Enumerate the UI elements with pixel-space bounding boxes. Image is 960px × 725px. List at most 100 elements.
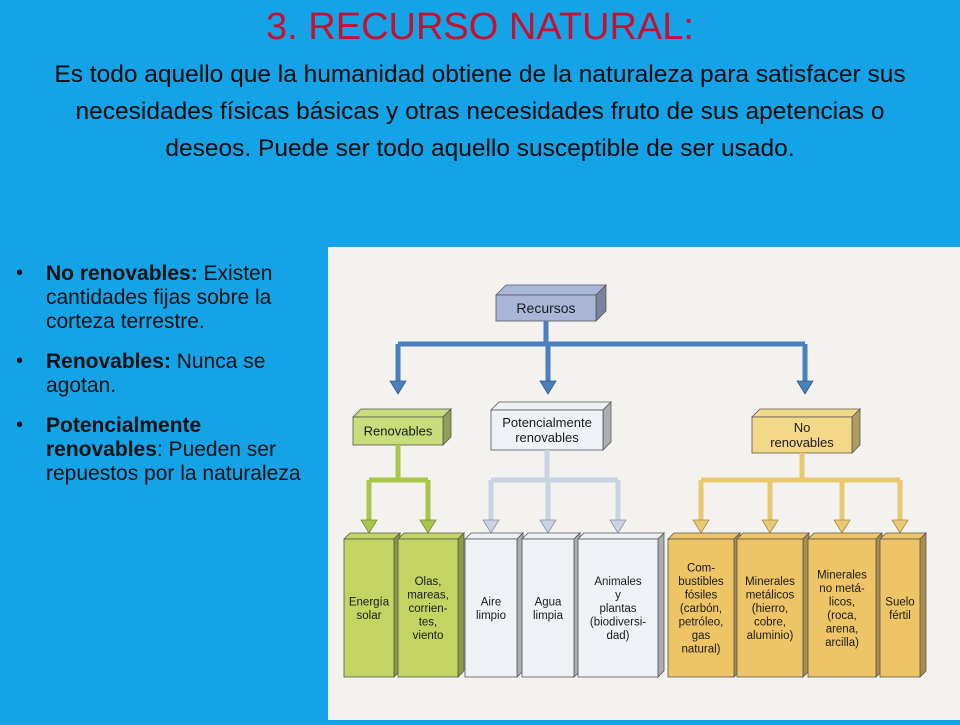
leaf-label: (hierro, [752,603,788,615]
leaf-label: arena, [826,623,859,635]
bullet-text: Nunca se agotan. [46,350,266,397]
leaf-label: arcilla) [825,637,859,649]
leaf-label: Com- [687,563,715,575]
leaf-label: no metá- [819,583,865,595]
leaf-label: cobre, [754,617,786,629]
leaf-box-no-renovables-3: Suelo fértil [879,532,927,678]
leaf-label: petróleo, [679,617,724,629]
leaf-label: limpia [533,610,564,622]
box-top-face [807,532,883,540]
arrow-to-leaf [891,480,909,534]
leaf-label: gas [692,630,711,642]
box-side-face [457,532,465,678]
leaf-label: limpio [476,610,506,622]
leaf-box-potencialmente-0: Aire limpio [464,532,524,678]
leaf-label: fértil [889,610,911,622]
box-front-face [343,538,395,678]
box-front-face [521,538,575,678]
box-front-face [464,538,518,678]
arrow-to-leaf [833,480,851,534]
category-connector-renovables [369,445,428,483]
leaf-label: Olas, [415,576,442,588]
arrow-head [419,519,437,534]
category-label: Potencialmente [502,415,592,430]
leaf-box-no-renovables-0: Com-bustibles fósiles(carbón, petróleo,gas… [667,532,741,678]
leaf-label: dad) [606,630,629,642]
arrow-to-category-potencialmente [539,344,557,395]
arrow-head [482,519,500,534]
arrow-head [539,380,557,395]
box-top-face [343,532,401,540]
box-top-face [667,532,741,540]
box-top-face [736,532,810,540]
box-side-face [851,408,861,454]
leaf-label: Suelo [885,596,914,608]
arrow-head [609,519,627,534]
arrow-to-category-renovables [389,344,407,395]
bullet-term: Potencialmente renovables [46,414,202,461]
box-top-face [490,401,612,411]
box-front-face [807,538,877,678]
leaf-label: Aire [481,596,501,608]
arrow-head [692,519,710,534]
bullet-item-renovables: • Renovables: Nunca se agotan. [12,350,312,398]
box-side-face [602,401,612,451]
leaf-label: corrien- [409,603,448,615]
category-label: Renovables [364,424,433,439]
category-connector-no-renovables [701,453,900,483]
arrow-to-leaf [609,480,627,534]
leaf-label: licos, [829,596,855,608]
box-top-face [751,408,861,418]
root-connector [398,321,805,347]
arrow-to-leaf [360,480,378,534]
leaf-label: (carbón, [680,603,722,615]
slide-title: 3. RECURSO NATURAL: [266,6,694,48]
root-label: Recursos [516,300,575,316]
arrow-to-leaf [761,480,779,534]
arrow-head [539,519,557,534]
category-label: renovables [515,430,579,445]
bullet-item-potencialmente: • Potencialmente renovables: Pueden ser … [12,414,312,486]
box-front-face [736,538,804,678]
bullet-term: Renovables: [46,350,171,373]
bullet-item-no-renovables: • No renovables: Existen cantidades fija… [12,262,312,334]
bullet-dot-icon: • [16,262,24,284]
box-top-face [397,532,465,540]
arrow-to-leaf [539,480,557,534]
box-top-face [577,532,665,540]
leaf-label: Agua [535,596,562,608]
box-front-face [879,538,921,678]
arrow-to-category-no-renovables [796,344,814,395]
box-side-face [657,532,665,678]
leaf-box-renovables-1: Olas,mareas,corrien-tes,viento [397,532,465,678]
bullet-list: • No renovables: Existen cantidades fija… [12,262,312,502]
leaf-label: fósiles [685,590,718,602]
box-side-face [919,532,927,678]
leaf-label: Minerales [745,576,795,588]
leaf-label: solar [357,610,382,622]
leaf-label: viento [413,630,444,642]
leaf-label: Animales [594,576,642,588]
category-connector-potencialmente [491,450,618,483]
leaf-label: (biodiversi- [590,617,646,629]
category-label: renovables [770,435,834,450]
box-front-face [490,409,604,451]
arrow-head [891,519,909,534]
leaf-label: (roca, [827,610,856,622]
slide-intro-text: Es todo aquello que la humanidad obtiene… [54,61,906,162]
leaf-label: tes, [419,617,438,629]
arrow-head [389,380,407,395]
arrow-head [796,380,814,395]
leaf-label: aluminio) [747,630,794,642]
bullet-dot-icon: • [16,350,24,372]
leaf-label: y [615,590,621,602]
bullet-term: No renovables: [46,262,198,285]
leaf-label: bustibles [678,576,724,588]
leaf-label: natural) [682,644,721,656]
category-box-renovables: Renovables [352,408,452,446]
root-box-recursos: Recursos [495,284,607,322]
box-front-face [751,416,853,454]
arrow-to-leaf [482,480,500,534]
